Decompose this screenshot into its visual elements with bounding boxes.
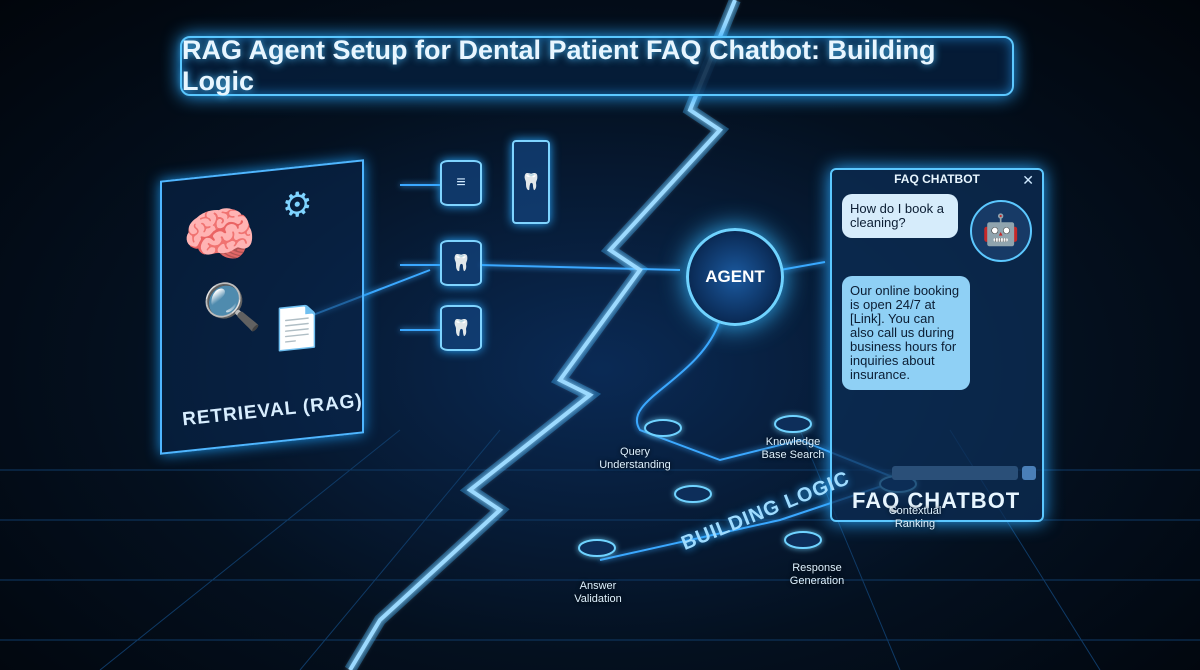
- tooth-icon: 🦷: [440, 240, 482, 286]
- lightning-bolt: [348, 0, 737, 670]
- tooth-toothbrush-card: 🦷: [512, 140, 550, 224]
- step-knowledge-base-search: Knowledge Base Search: [758, 436, 828, 462]
- magnifier-icon: 🔍: [202, 279, 262, 339]
- chatbot-window-title: FAQ CHATBOT: [894, 172, 980, 186]
- step-response-generation: Response Generation: [785, 562, 849, 588]
- agent-core: AGENT: [686, 228, 784, 326]
- chat-input[interactable]: [892, 466, 1018, 480]
- step-answer-validation: Answer Validation: [570, 580, 626, 606]
- document-icon: 📄: [272, 303, 322, 353]
- tooth-glasses-icon: 🦷: [440, 305, 482, 351]
- gear-icon: ⚙: [282, 184, 313, 226]
- faq-chatbot-window: FAQ CHATBOT ✕ How do I book a cleaning? …: [830, 168, 1044, 522]
- step-query-understanding: Query Understanding: [595, 446, 675, 472]
- database-icon: ≡: [440, 160, 482, 206]
- step-label: Contextual Ranking: [888, 505, 942, 530]
- page-title: RAG Agent Setup for Dental Patient FAQ C…: [180, 35, 1014, 96]
- brain-icon: 🧠: [182, 198, 257, 274]
- send-button[interactable]: [1022, 466, 1036, 480]
- user-message: How do I book a cleaning?: [842, 194, 958, 238]
- step-label: Answer Validation: [574, 580, 622, 605]
- step-label: Query Understanding: [599, 446, 671, 471]
- step-label: Knowledge Base Search: [761, 436, 825, 461]
- chatbot-footer-label: FAQ CHATBOT: [852, 488, 1021, 513]
- robot-avatar-icon: 🤖: [970, 200, 1032, 262]
- step-contextual-ranking: Contextual Ranking: [885, 505, 945, 531]
- bot-message: Our online booking is open 24/7 at [Link…: [842, 276, 970, 390]
- step-label: Response Generation: [789, 562, 845, 587]
- close-icon[interactable]: ✕: [1022, 172, 1034, 188]
- lightning-glow: [344, 0, 741, 670]
